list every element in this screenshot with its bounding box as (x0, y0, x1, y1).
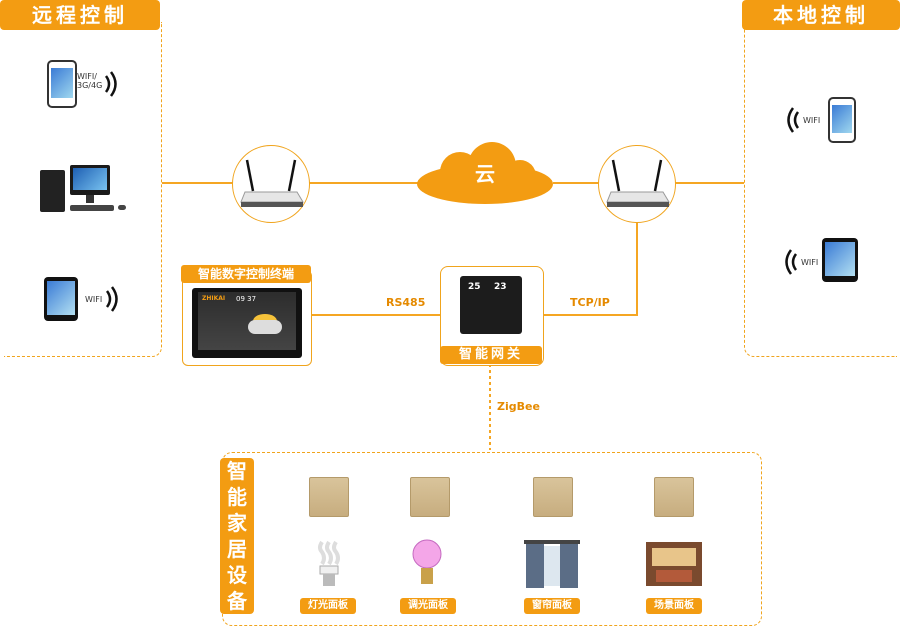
wifi-signal-icon (785, 249, 798, 275)
wifi-signal-icon (787, 107, 800, 133)
dimmer-panel-label: 调光面板 (400, 598, 456, 614)
remote-tablet-label: WIFI (85, 295, 103, 304)
scene-switch-panel (654, 477, 694, 517)
scene-panel-label: 场景面板 (646, 598, 702, 614)
terminal-time: 09 37 (236, 295, 257, 303)
cloud-label: 云 (475, 162, 495, 186)
devices-title-char: 设 (227, 563, 247, 587)
devices-title-char: 备 (227, 589, 247, 613)
router-icon (240, 159, 304, 207)
tcpip-label: TCP/IP (570, 296, 610, 309)
router-icon (606, 159, 670, 207)
terminal-title: 智能数字控制终端 (181, 265, 311, 283)
monitor-stand (86, 195, 94, 203)
line-router-gateway (542, 218, 638, 316)
pc-tower (40, 170, 65, 212)
gateway-title: 智能网关 (440, 346, 542, 364)
bulb-icon (412, 539, 442, 584)
terminal-display: ZHIKAI 09 37 (198, 292, 296, 350)
devices-title: 智 能 家 居 设 备 (220, 458, 254, 614)
router-left (232, 145, 310, 223)
curtain-switch-panel (533, 477, 573, 517)
local-tablet (822, 238, 858, 282)
remote-control-panel (4, 22, 162, 357)
cloud-weather-icon (248, 320, 282, 334)
phone-screen (51, 68, 73, 98)
local-tablet-label: WIFI (801, 258, 819, 267)
remote-phone-label: WIFI/ 3G/4G (77, 72, 103, 90)
mouse (118, 205, 126, 210)
local-phone (828, 97, 856, 143)
zigbee-label: ZigBee (497, 400, 540, 413)
wifi-signal-icon (105, 286, 118, 312)
devices-title-char: 居 (227, 537, 247, 561)
terminal-screen: ZHIKAI 09 37 (192, 288, 302, 358)
remote-tablet (44, 277, 78, 321)
monitor-screen (73, 168, 107, 190)
local-control-title: 本地控制 (742, 0, 900, 30)
pc-monitor (70, 165, 110, 195)
light-panel-label: 灯光面板 (300, 598, 356, 614)
light-switch-panel (309, 477, 349, 517)
tablet-screen (47, 281, 75, 315)
gateway-temp2: 23 (494, 282, 507, 292)
keyboard (70, 205, 114, 211)
curtain-icon (524, 540, 580, 588)
cfl-bulb-icon (318, 540, 340, 586)
devices-title-char: 家 (227, 511, 247, 535)
remote-phone (47, 60, 77, 108)
remote-control-title: 远程控制 (0, 0, 160, 30)
gateway-temp1: 25 (468, 282, 481, 292)
router-right (598, 145, 676, 223)
local-phone-label: WIFI (803, 116, 821, 125)
phone-screen (832, 105, 852, 133)
terminal-brand: ZHIKAI (202, 295, 226, 302)
wifi-signal-icon (104, 71, 117, 97)
local-control-panel (744, 22, 897, 357)
devices-title-char: 智 (227, 459, 247, 483)
tablet-screen (825, 242, 855, 276)
gateway-device: 25 23 (460, 276, 522, 334)
curtain-panel-label: 窗帘面板 (524, 598, 580, 614)
dimmer-switch-panel (410, 477, 450, 517)
room-scene-icon (646, 542, 702, 586)
cloud-icon (417, 142, 553, 204)
devices-title-char: 能 (227, 485, 247, 509)
rs485-label: RS485 (386, 296, 426, 309)
